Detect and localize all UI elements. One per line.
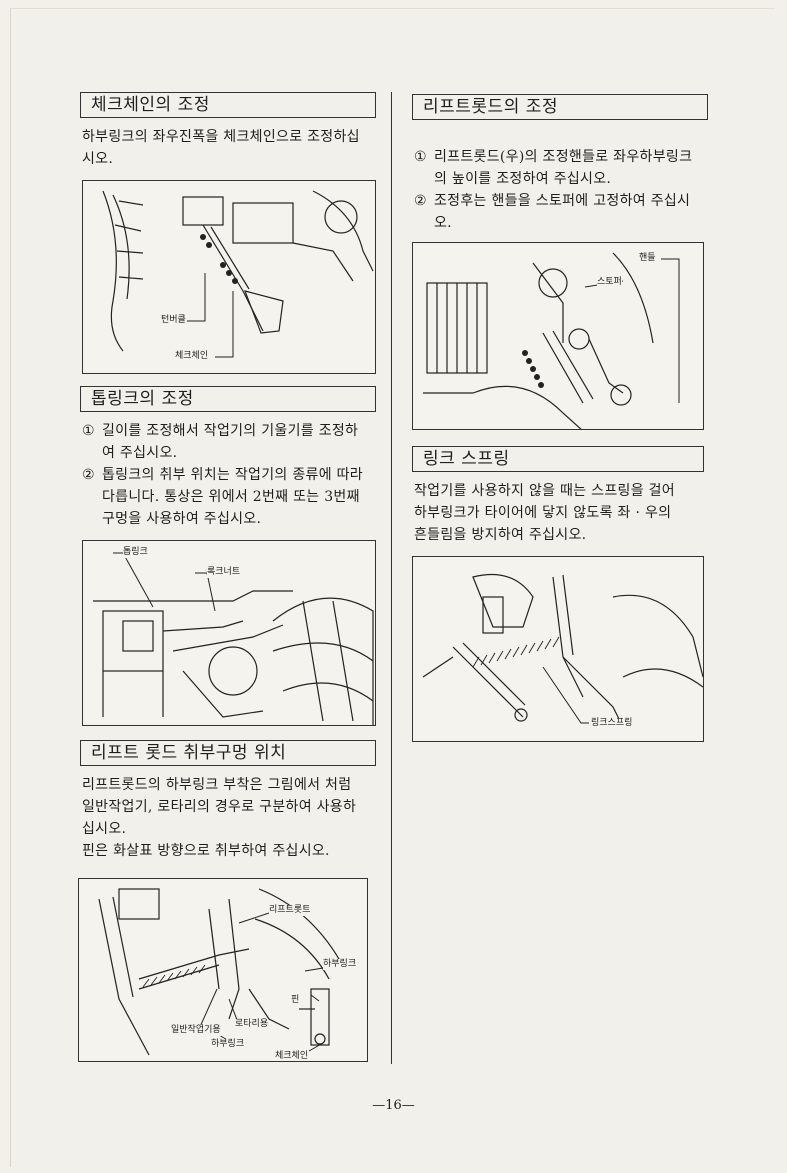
figure-top-link: 톱링크 록크너트 xyxy=(82,540,376,726)
heading-top-link: 톱링크의 조정 xyxy=(80,386,376,412)
heading-lift-rod-adjust: 리프트롯드의 조정 xyxy=(412,94,708,120)
label-check-chain-2: 체크체인 xyxy=(275,1051,309,1061)
label-turnbuckle: 턴버클 xyxy=(161,315,186,326)
label-general-implement: 일반작업기용 xyxy=(171,1025,221,1036)
text-line: 흔들림을 방지하여 주십시오. xyxy=(414,527,587,543)
text-line: 리프트롯드의 하부링크 부착은 그림에서 처럼 xyxy=(82,777,352,793)
label-link-spring: 링크스프링 xyxy=(591,718,633,729)
list-item: ① 리프트롯드(우)의 조정핸들로 좌우하부링크 의 높이를 조정하여 주십시오… xyxy=(414,146,714,190)
text-line: 의 높이를 조정하여 주십시오. xyxy=(434,171,612,187)
label-rotary: 로타리용 xyxy=(235,1019,269,1030)
heading-lift-rod-holes: 리프트 롯드 취부구멍 위치 xyxy=(80,740,376,766)
label-lift-rod: 리프트롯트 xyxy=(269,905,311,916)
text-line: 일반작업기, 로타리의 경우로 구분하여 사용하 xyxy=(82,799,357,815)
label-stopper: 스토퍼 xyxy=(597,277,622,288)
label-lower-link-right: 하부링크 xyxy=(323,959,357,970)
text-line: 조정후는 핸들을 스토퍼에 고정하여 주십시 xyxy=(434,193,691,209)
heading-link-spring: 링크 스프링 xyxy=(412,446,704,472)
figure-lift-rod-holes: 리프트롯트 하부링크 핀 로타리용 일반작업기용 하부링크 체크체인 xyxy=(78,878,368,1062)
list-item: ① 길이를 조정해서 작업기의 기울기를 조정하 여 주십시오. xyxy=(82,420,382,464)
text-line: 작업기를 사용하지 않을 때는 스프링을 걸어 xyxy=(414,483,675,499)
text-line: 시오. xyxy=(82,151,114,167)
item-number: ② xyxy=(82,467,95,483)
text-line: 하부링크의 좌우진폭을 체크체인으로 조정하십 xyxy=(82,129,360,145)
lift-rod-adjust-text: ① 리프트롯드(우)의 조정핸들로 좌우하부링크 의 높이를 조정하여 주십시오… xyxy=(414,146,714,234)
list-item: ② 조정후는 핸들을 스토퍼에 고정하여 주십시 오. xyxy=(414,190,714,234)
top-link-illustration xyxy=(93,552,374,725)
lift-rod-adjust-illustration xyxy=(423,252,680,429)
item-number: ② xyxy=(414,193,427,209)
text-line: 핀은 화살표 방향으로 취부하여 주십시오. xyxy=(82,843,330,859)
lift-rod-illustration xyxy=(98,888,340,1056)
item-number: ① xyxy=(82,423,95,439)
label-lower-link: 하부링크 xyxy=(211,1039,245,1050)
lift-rod-holes-text: 리프트롯드의 하부링크 부착은 그림에서 처럼 일반작업기, 로타리의 경우로 … xyxy=(82,774,382,862)
column-divider xyxy=(391,92,392,1064)
link-spring-illustration xyxy=(422,573,703,728)
label-lock-nut: 록크너트 xyxy=(207,567,241,578)
text-line: 길이를 조정해서 작업기의 기울기를 조정하 xyxy=(102,423,359,439)
text-line: 하부링크가 타이어에 닿지 않도록 좌 · 우의 xyxy=(414,505,672,521)
text-line: 여 주십시오. xyxy=(102,445,178,461)
page-number: —16— xyxy=(372,1098,415,1113)
label-check-chain: 체크체인 xyxy=(175,351,209,362)
text-line: 톱링크의 취부 위치는 작업기의 종류에 따라 xyxy=(102,467,363,483)
label-top-link: 톱링크 xyxy=(123,547,148,558)
text-line: 구멍을 사용하여 주십시오. xyxy=(102,511,262,527)
text-line: 십시오. xyxy=(82,821,127,837)
figure-lift-rod-adjust: 핸들 스토퍼 xyxy=(412,242,704,430)
item-number: ① xyxy=(414,149,427,165)
top-link-text: ① 길이를 조정해서 작업기의 기울기를 조정하 여 주십시오. ② 톱링크의 … xyxy=(82,420,382,530)
label-handle: 핸들 xyxy=(639,253,656,264)
text-line: 오. xyxy=(434,215,452,231)
list-item: ② 톱링크의 취부 위치는 작업기의 종류에 따라 다릅니다. 통상은 위에서 … xyxy=(82,464,382,530)
figure-link-spring: 링크스프링 xyxy=(412,556,704,742)
text-line: 다릅니다. 통상은 위에서 2번째 또는 3번째 xyxy=(102,489,360,505)
label-pin: 핀 xyxy=(291,995,300,1006)
page-edge xyxy=(10,8,775,1167)
check-chain-illustration xyxy=(102,190,374,358)
heading-check-chain: 체크체인의 조정 xyxy=(80,92,376,118)
text-line: 리프트롯드(우)의 조정핸들로 좌우하부링크 xyxy=(434,149,693,165)
figure-check-chain: 턴버클 체크체인 xyxy=(82,180,376,374)
link-spring-text: 작업기를 사용하지 않을 때는 스프링을 걸어 하부링크가 타이어에 닿지 않도… xyxy=(414,480,714,546)
check-chain-text: 하부링크의 좌우진폭을 체크체인으로 조정하십 시오. xyxy=(82,126,382,170)
